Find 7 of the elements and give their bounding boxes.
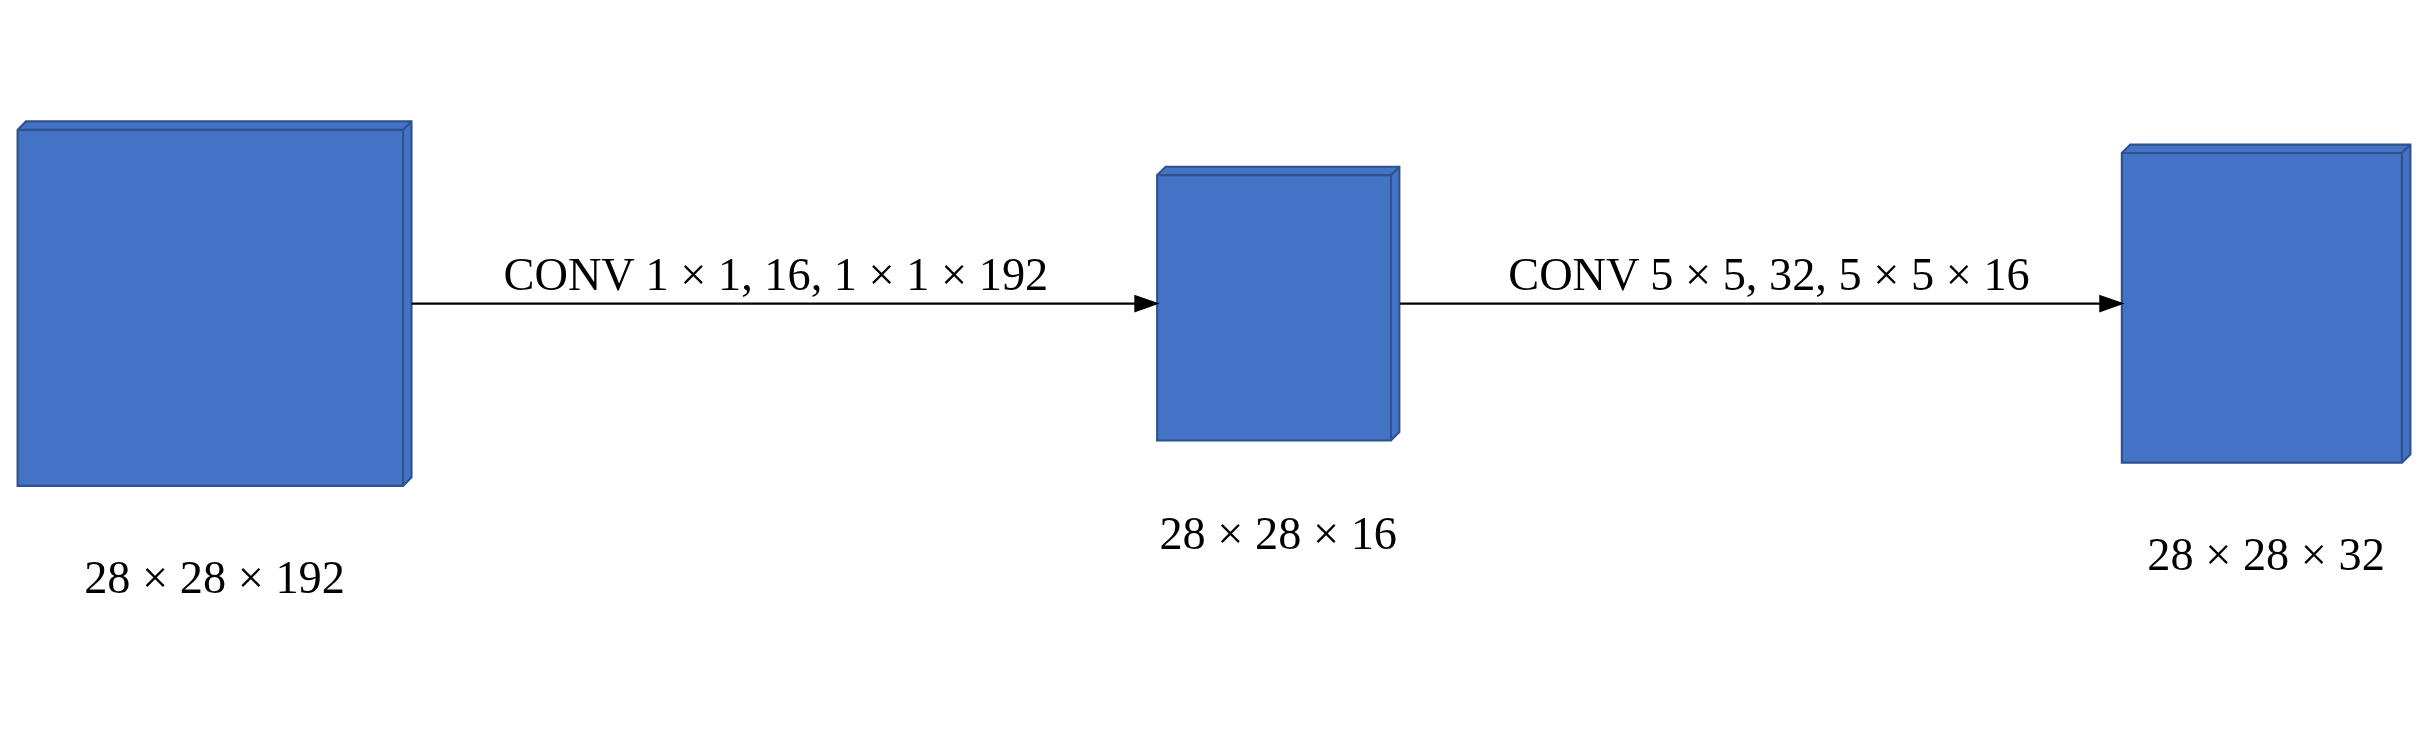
node-label: 28 × 28 × 192 bbox=[84, 551, 345, 603]
arrow bbox=[1400, 294, 2125, 312]
edge-label: CONV 5 × 5, 32, 5 × 5 × 16 bbox=[1508, 248, 2030, 300]
node-label: 28 × 28 × 32 bbox=[2147, 528, 2385, 580]
arrow bbox=[411, 294, 1160, 312]
edge-label: CONV 1 × 1, 16, 1 × 1 × 192 bbox=[503, 248, 1049, 300]
node-label: 28 × 28 × 16 bbox=[1159, 507, 1398, 559]
